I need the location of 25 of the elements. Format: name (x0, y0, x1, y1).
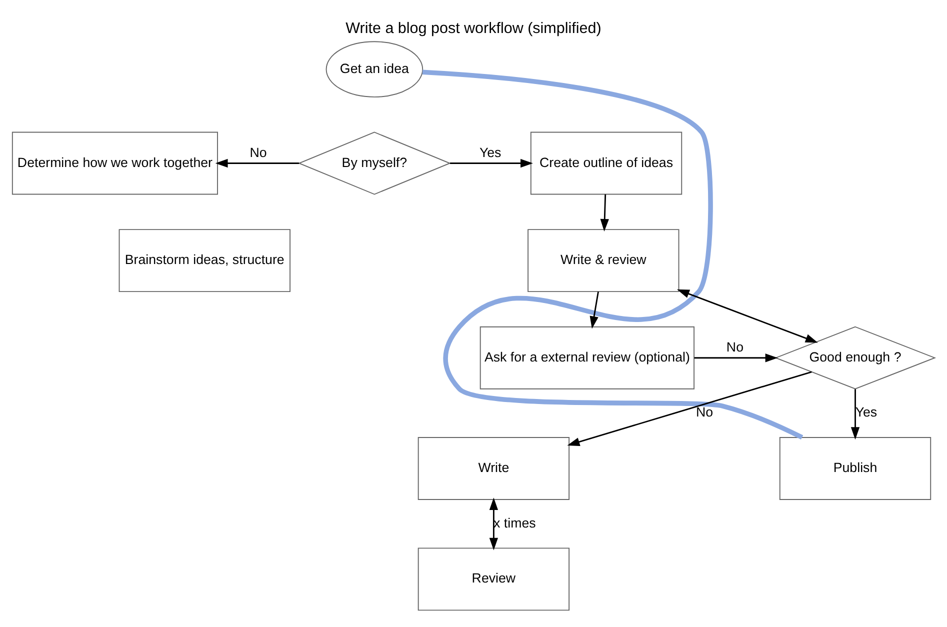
node-box: Determine how we work together (12, 132, 218, 195)
node-box: Create outline of ideas (530, 132, 682, 195)
arrow (450, 158, 533, 168)
node-box: Review (418, 548, 570, 611)
arrow (694, 354, 778, 362)
arrow (567, 371, 812, 446)
connector (422, 70, 804, 440)
arrow (850, 389, 860, 440)
arrow (215, 158, 300, 168)
arrow (676, 289, 818, 343)
node-ellipse: Get an idea (326, 41, 424, 98)
node-diamond: By myself? (298, 132, 452, 195)
edge-label: No (726, 339, 744, 354)
node-box: Write & review (528, 229, 680, 292)
node-box: Brainstorm ideas, structure (118, 229, 290, 292)
node-diamond: Good enough ? (774, 326, 936, 390)
edge-label: No (696, 404, 714, 420)
arrow (600, 194, 609, 232)
node-box: Publish (779, 437, 932, 500)
arrow (590, 292, 599, 329)
node-box: Write (418, 437, 570, 500)
edge-label: Yes (479, 144, 502, 160)
node-box: Ask for a external review (optional) (480, 326, 694, 390)
edge-label: No (250, 144, 267, 160)
diagram-title: Write a blog post workflow (simplified) (346, 20, 602, 37)
